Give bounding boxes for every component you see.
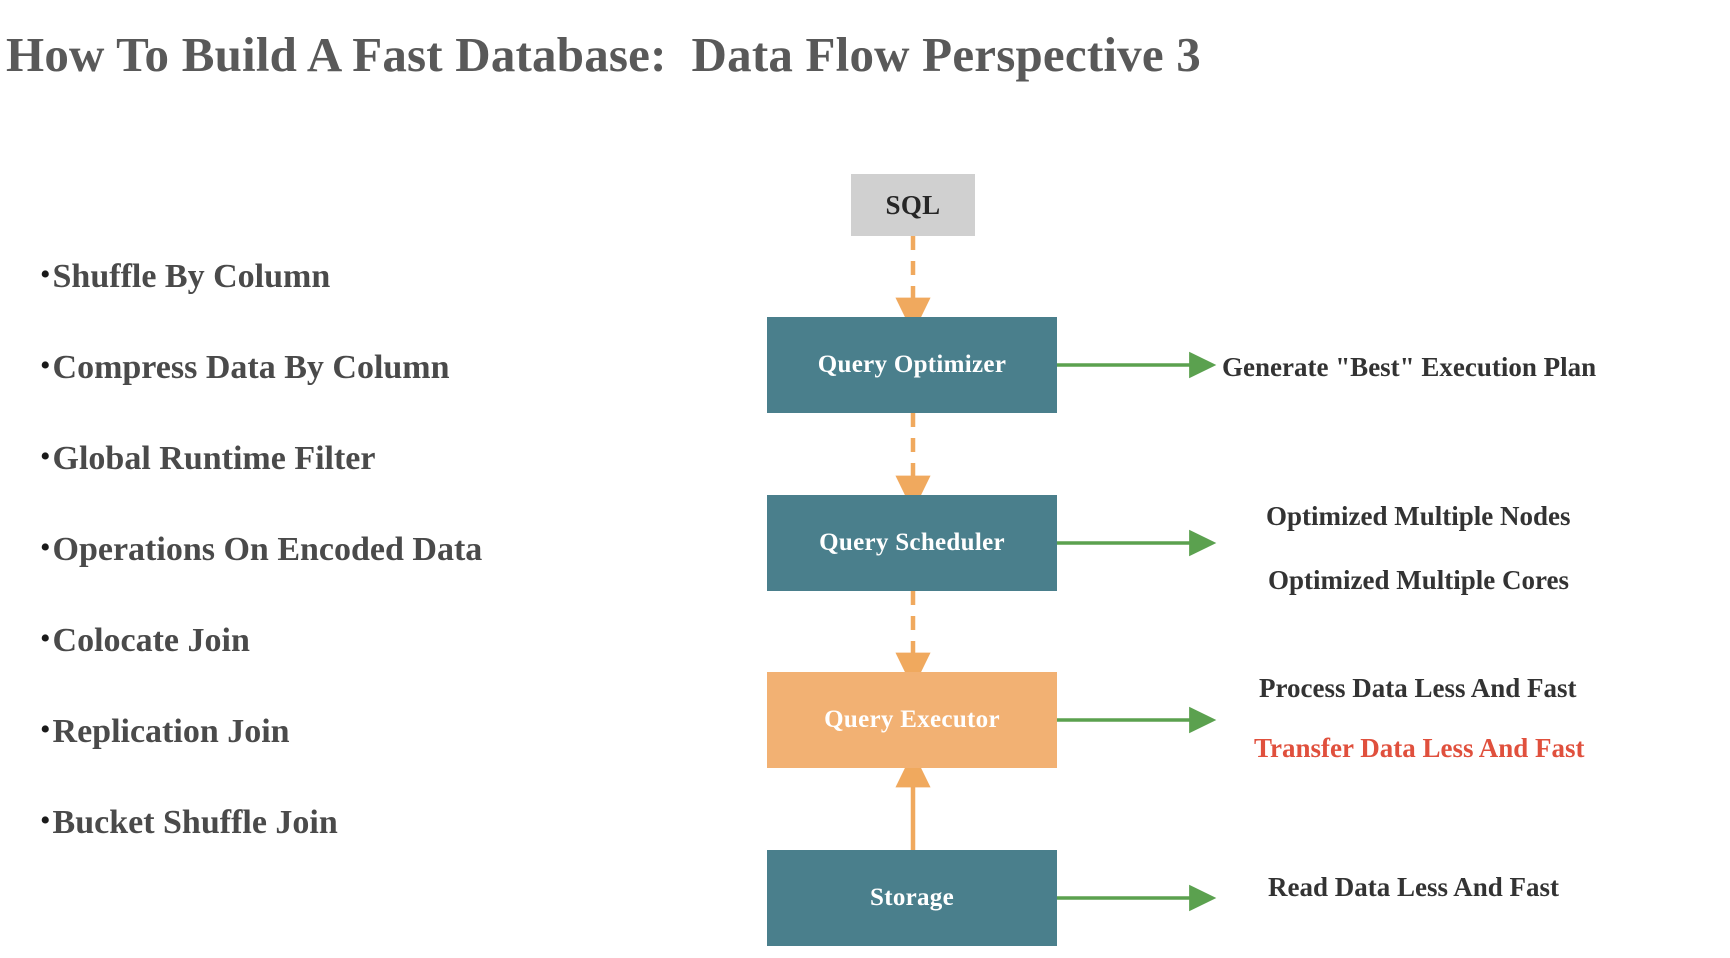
- feature-bullet-list: • Shuffle By Column • Compress Data By C…: [40, 258, 660, 895]
- list-item: • Global Runtime Filter: [40, 440, 660, 531]
- list-item-label: Bucket Shuffle Join: [52, 804, 338, 841]
- list-item: • Replication Join: [40, 713, 660, 804]
- annotation-query-scheduler-nodes: Optimized Multiple Nodes: [1266, 501, 1571, 531]
- bullet-dot-icon: •: [40, 258, 51, 291]
- node-storage-label: Storage: [869, 884, 955, 911]
- node-storage[interactable]: Storage: [767, 850, 1057, 946]
- node-sql[interactable]: SQL: [851, 174, 975, 236]
- annotation-query-optimizer: Generate "Best" Execution Plan: [1222, 352, 1597, 382]
- list-item: • Compress Data By Column: [40, 349, 660, 440]
- annotation-storage-read: Read Data Less And Fast: [1268, 872, 1560, 902]
- node-query-scheduler[interactable]: Query Scheduler: [767, 495, 1057, 591]
- list-item-label: Global Runtime Filter: [52, 440, 376, 477]
- bullet-dot-icon: •: [40, 349, 51, 382]
- bullet-dot-icon: •: [40, 440, 51, 473]
- annotation-query-executor-process: Process Data Less And Fast: [1259, 673, 1577, 703]
- list-item: • Shuffle By Column: [40, 258, 660, 349]
- bullet-dot-icon: •: [40, 804, 51, 837]
- list-item-label: Compress Data By Column: [52, 349, 450, 386]
- list-item-label: Operations On Encoded Data: [52, 531, 483, 568]
- list-item: • Bucket Shuffle Join: [40, 804, 660, 895]
- annotation-query-scheduler-cores: Optimized Multiple Cores: [1268, 565, 1569, 595]
- list-item: • Operations On Encoded Data: [40, 531, 660, 622]
- node-query-executor[interactable]: Query Executor: [767, 672, 1057, 768]
- node-query-executor-label: Query Executor: [824, 706, 1000, 733]
- page-title: How To Build A Fast Database: Data Flow …: [6, 27, 1201, 82]
- annotation-query-executor-transfer: Transfer Data Less And Fast: [1254, 733, 1585, 763]
- node-query-optimizer[interactable]: Query Optimizer: [767, 317, 1057, 413]
- bullet-dot-icon: •: [40, 622, 51, 655]
- list-item: • Colocate Join: [40, 622, 660, 713]
- list-item-label: Shuffle By Column: [52, 258, 331, 295]
- node-sql-label: SQL: [885, 189, 941, 220]
- node-query-scheduler-label: Query Scheduler: [819, 529, 1005, 556]
- bullet-dot-icon: •: [40, 531, 51, 564]
- node-query-optimizer-label: Query Optimizer: [817, 351, 1007, 378]
- list-item-label: Replication Join: [52, 713, 290, 750]
- list-item-label: Colocate Join: [52, 622, 250, 659]
- bullet-dot-icon: •: [40, 713, 51, 746]
